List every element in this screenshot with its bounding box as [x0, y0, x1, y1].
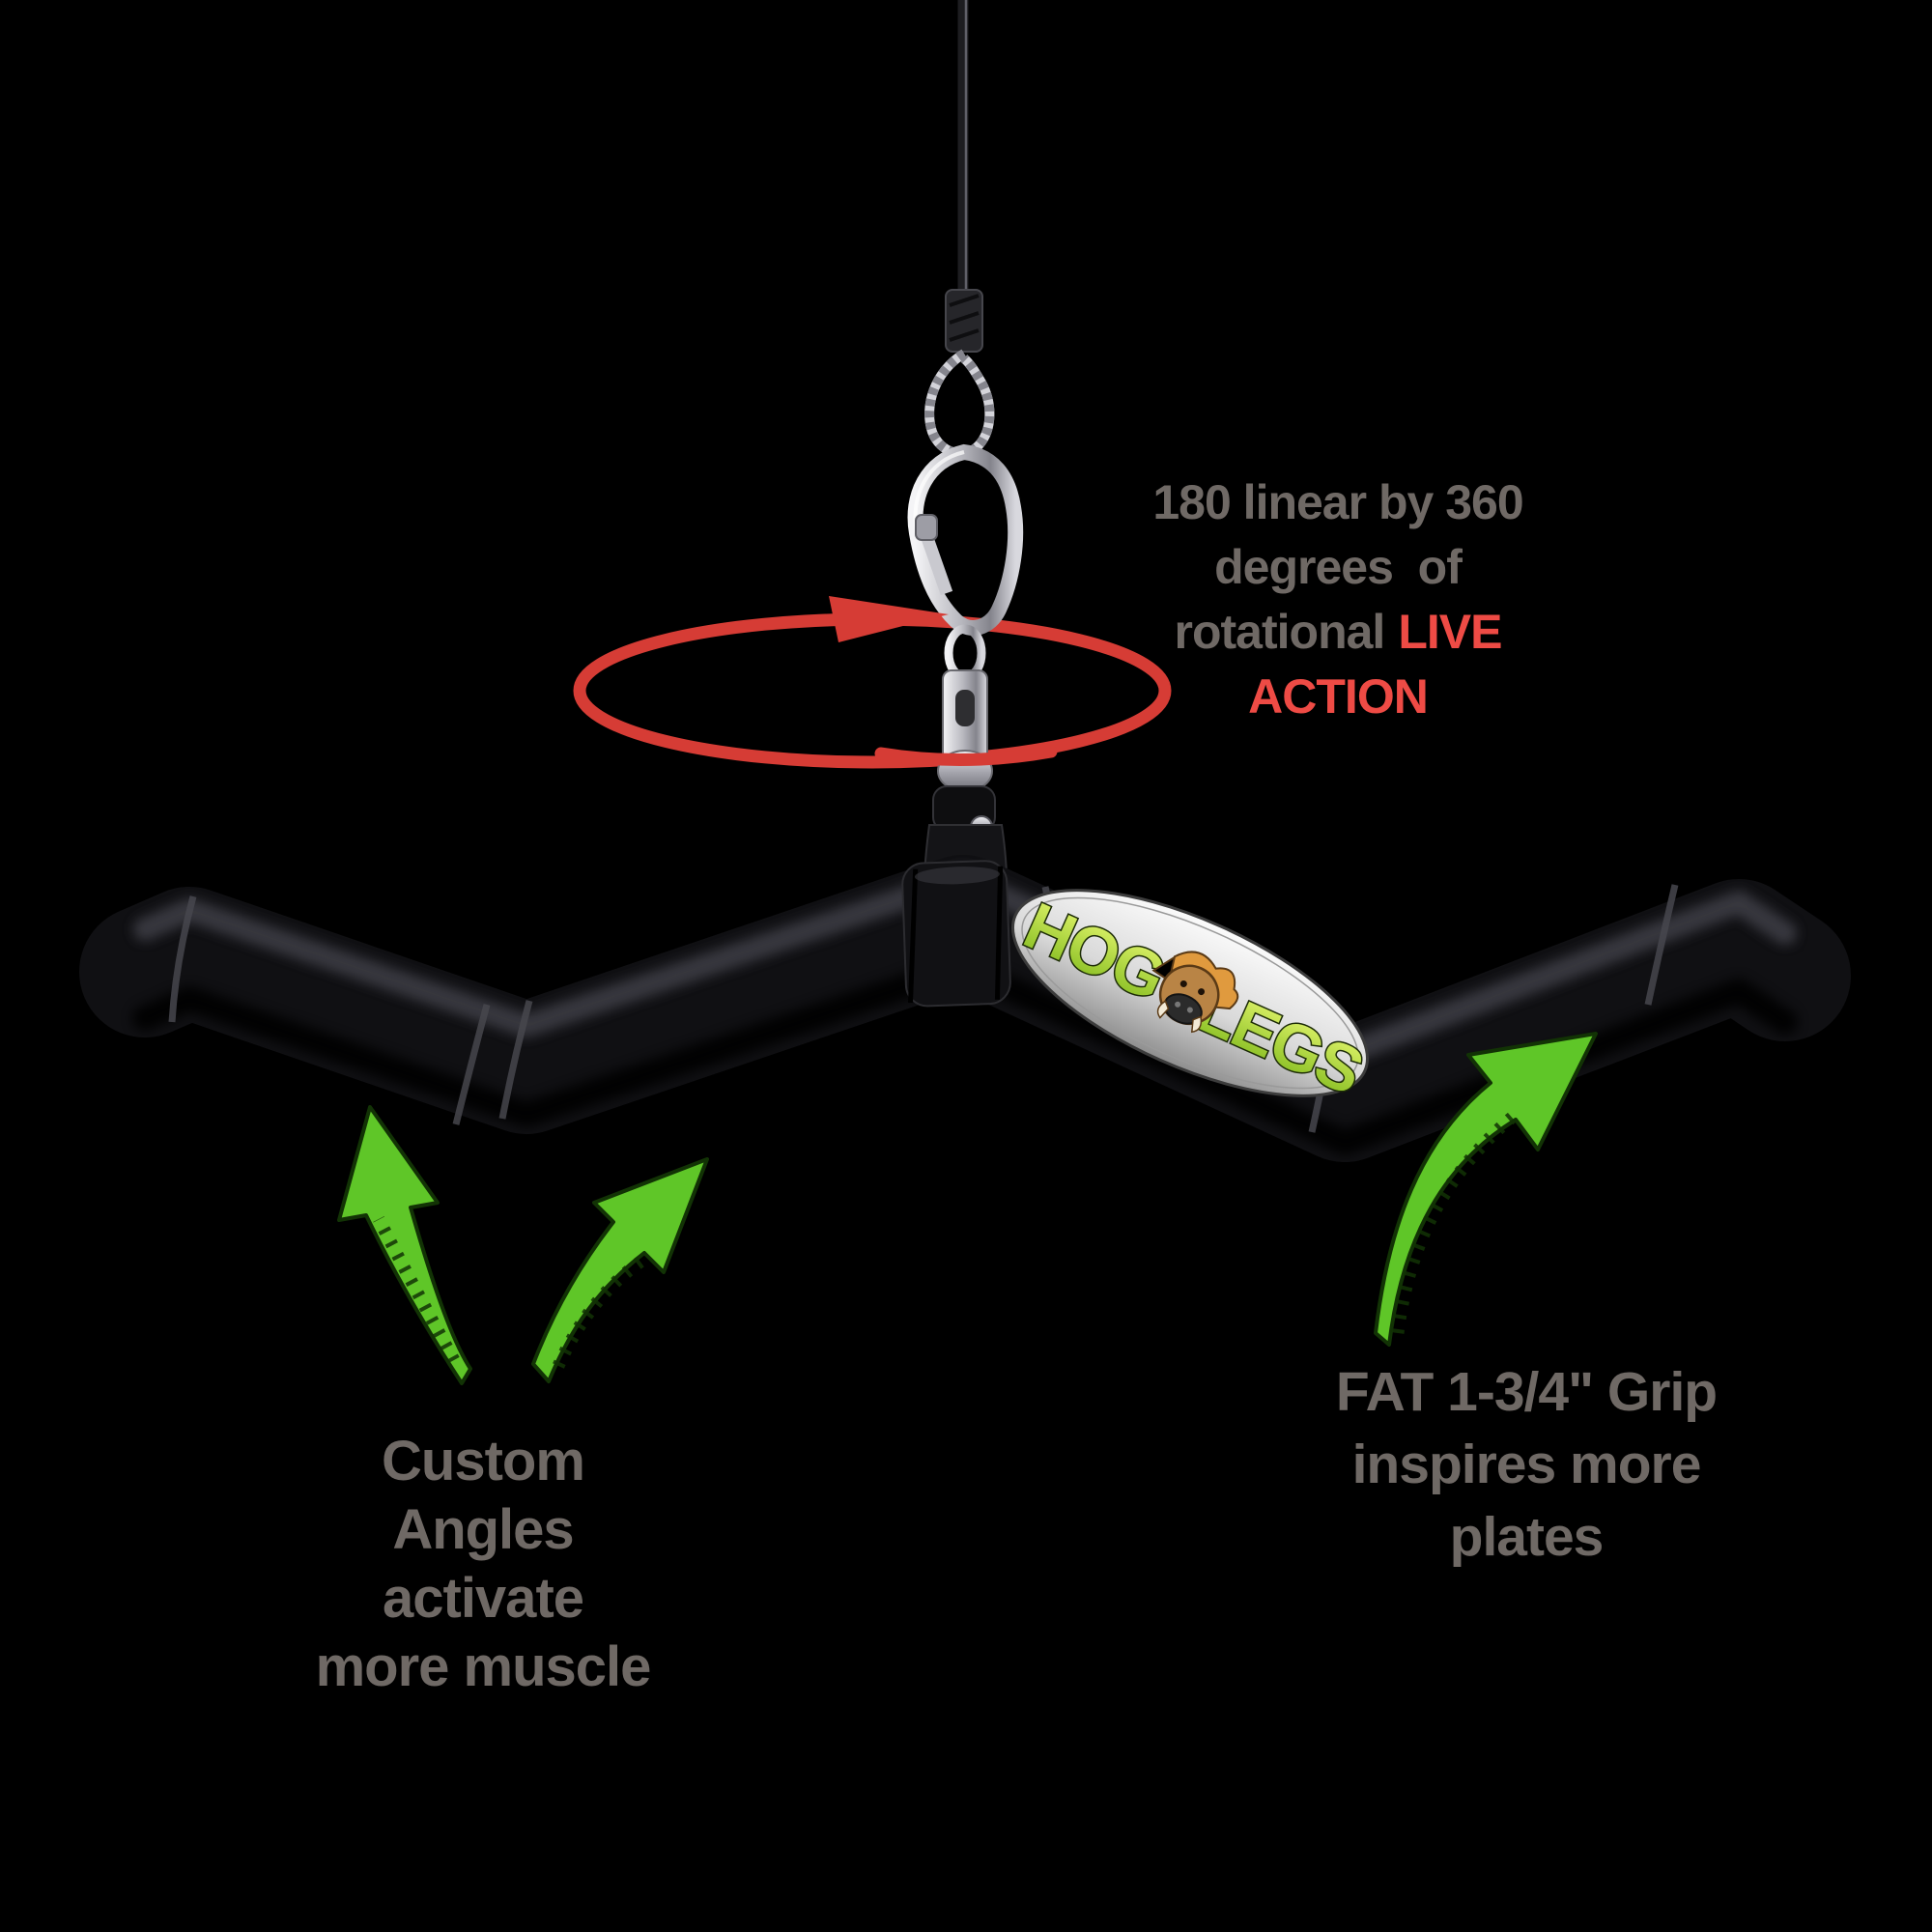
- hog-legs-logo: HOG LEGS: [1010, 887, 1374, 1110]
- fat-grip-line-1: FAT 1-3/4" Grip: [1335, 1361, 1718, 1423]
- green-arrow-left-up: [337, 1105, 472, 1385]
- cable: [957, 0, 969, 307]
- rotation-arrow-front: [829, 596, 1058, 766]
- fat-grip-annotation: FAT 1-3/4" Grip inspires more plates: [1232, 1356, 1821, 1574]
- hog-head-icon: [1151, 951, 1239, 1034]
- green-arrow-right: [1374, 1032, 1598, 1347]
- custom-angles-line-1: Custom: [382, 1430, 585, 1492]
- custom-angles-annotation: Custom Angles activate more muscle: [203, 1427, 763, 1701]
- custom-angles-line-4: more muscle: [315, 1635, 652, 1698]
- fat-grip-line-3: plates: [1449, 1506, 1605, 1568]
- cable-thimble: [924, 289, 995, 459]
- rotation-line-2: degrees of: [1214, 540, 1463, 594]
- rotation-line-3-red: LIVE: [1398, 605, 1502, 659]
- custom-angles-line-2: Angles: [392, 1498, 574, 1561]
- pulldown-bar: [79, 855, 1851, 1162]
- rotation-line-1: 180 linear by 360: [1152, 475, 1523, 529]
- rotation-line-4: ACTION: [1248, 669, 1429, 724]
- fat-grip-line-2: inspires more: [1351, 1434, 1702, 1495]
- rotation-line-3-gray: rotational: [1174, 605, 1386, 659]
- custom-angles-line-3: activate: [382, 1567, 584, 1630]
- carabiner: [907, 443, 1024, 636]
- green-arrow-left-diagonal: [531, 1157, 709, 1383]
- center-sleeve: [901, 860, 1011, 1008]
